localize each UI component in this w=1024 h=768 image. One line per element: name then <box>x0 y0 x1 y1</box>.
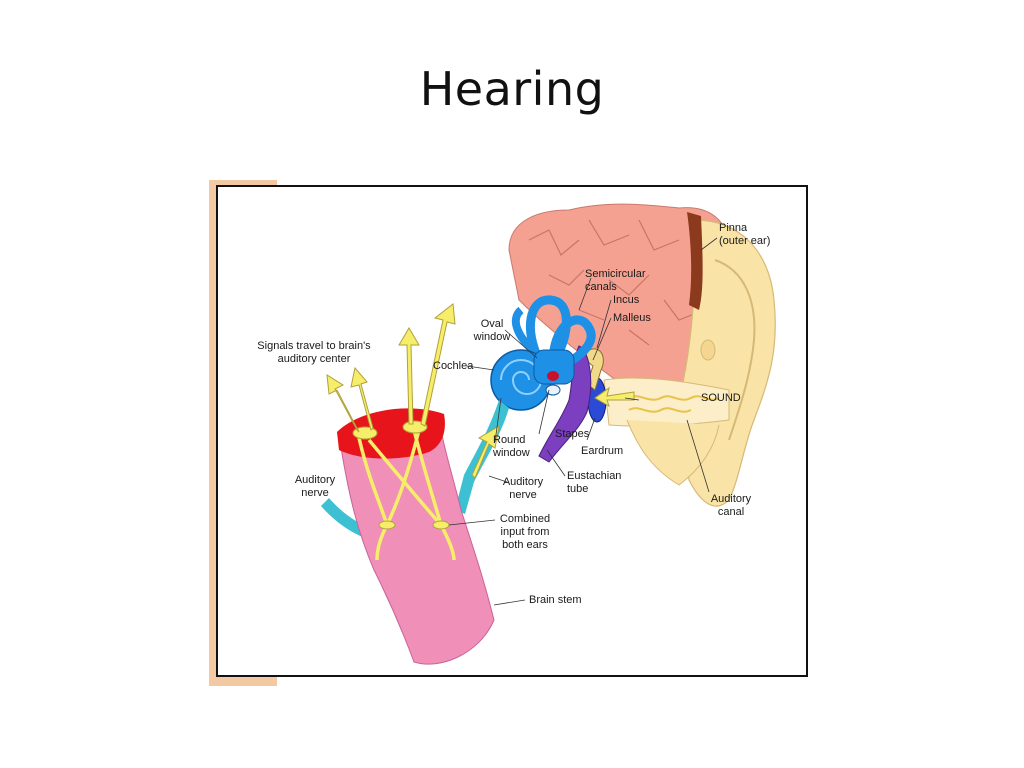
label-oval-window: Oval window <box>473 318 511 343</box>
label-cochlea: Cochlea <box>433 360 474 372</box>
label-auditory-nerve-left: Auditory nerve <box>294 474 336 499</box>
label-round-window: Round window <box>493 434 530 459</box>
hair <box>687 212 703 310</box>
label-pinna: Pinna (outer ear) <box>719 222 771 247</box>
label-eardrum: Eardrum <box>581 445 624 457</box>
brain-stem-shape <box>338 419 495 665</box>
signal-arrows <box>326 303 635 479</box>
ear-diagram-art <box>209 180 808 686</box>
label-stapes: Stapes <box>555 428 590 440</box>
slide-title: Hearing <box>419 62 605 116</box>
label-eustachian-tube: Eustachian tube <box>567 470 622 495</box>
label-auditory-canal: Auditory canal <box>710 493 752 518</box>
label-signals: Signals travel to brain's auditory cente… <box>257 340 371 365</box>
label-malleus: Malleus <box>613 312 651 324</box>
ear-diagram: Pinna (outer ear) Semicircular canals In… <box>209 180 811 686</box>
label-combined-input: Combined input from both ears <box>499 513 551 551</box>
label-incus: Incus <box>613 294 640 306</box>
label-auditory-nerve-mid: Auditory nerve <box>502 476 544 501</box>
eustachian-tube <box>538 345 592 463</box>
label-sound: SOUND <box>701 392 741 404</box>
label-brain-stem: Brain stem <box>529 594 582 606</box>
label-semicircular-canals: Semicircular canals <box>585 268 646 293</box>
